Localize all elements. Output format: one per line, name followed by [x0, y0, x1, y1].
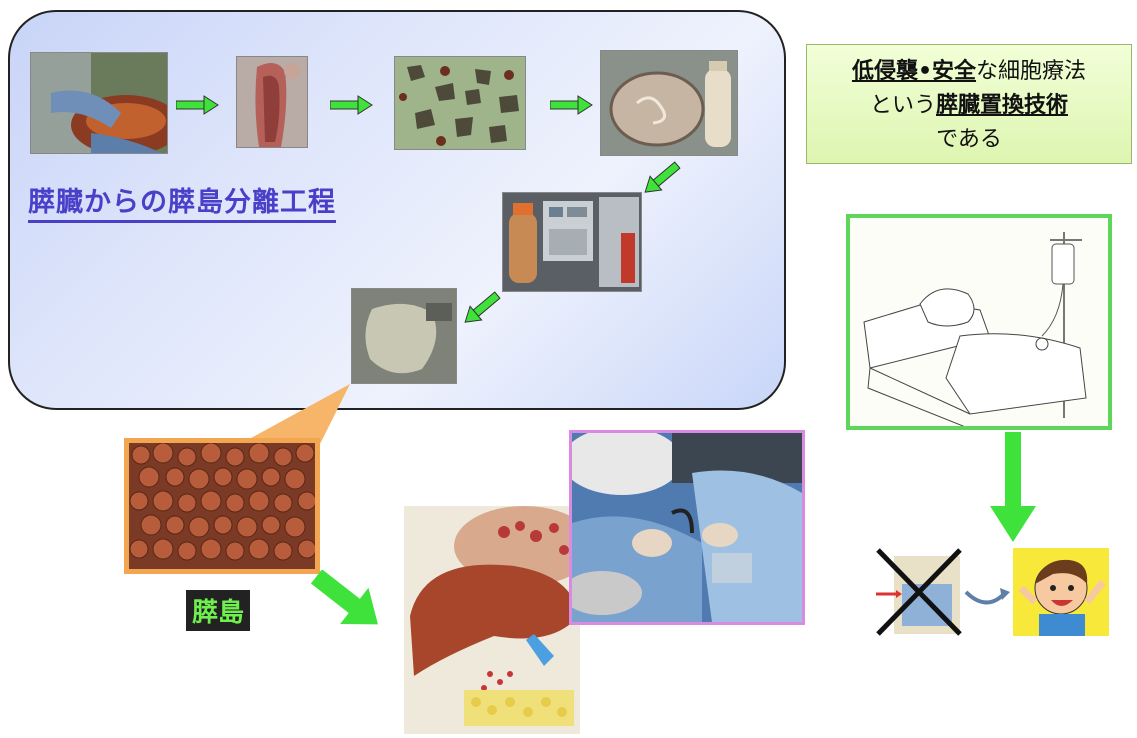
step-arrow-2: [330, 95, 373, 115]
islet-to-liver-arrow: [310, 570, 378, 625]
info-separator: •: [917, 59, 933, 84]
info-text-1: な細胞療法: [976, 59, 1087, 84]
info-term-replacement: 膵臓置換技術: [936, 93, 1069, 118]
down-arrow: [990, 432, 1036, 542]
pancreas-harvest-photo: [30, 52, 168, 154]
liver-illustration: [404, 506, 594, 734]
insulin-injection-crossed: [872, 548, 964, 636]
info-line-1: 低侵襲•安全な細胞療法: [807, 55, 1131, 89]
processing-machine-photo: [502, 192, 642, 292]
islet-micrograph: [124, 438, 320, 574]
info-line-2: という膵臓置換技術: [807, 89, 1131, 123]
patient-drawing: [846, 214, 1112, 430]
process-title: 膵臓からの膵島分離工程: [28, 180, 336, 223]
surgery-photo: [569, 430, 805, 625]
info-text-2: という: [869, 93, 936, 118]
islet-label: 膵島: [186, 590, 251, 631]
step-arrow-5: [464, 291, 501, 323]
dish-and-tube-photo: [600, 50, 738, 156]
curved-arrow-icon: [964, 588, 1010, 605]
info-term-safe: 安全: [932, 59, 977, 84]
pancreas-tissue-photo: [236, 56, 308, 148]
info-term-low-invasive: 低侵襲: [851, 59, 918, 84]
info-box: 低侵襲•安全な細胞療法 という膵臓置換技術 である: [806, 44, 1132, 164]
info-line-3: である: [936, 127, 1002, 152]
digested-tissue-photo: [394, 56, 526, 150]
step-arrow-4: [644, 161, 681, 193]
callout-wedge: [240, 384, 350, 444]
happy-child-illustration: [1013, 548, 1109, 636]
islet-bag-photo: [351, 288, 457, 384]
step-arrow-3: [550, 95, 593, 115]
step-arrow-1: [176, 95, 219, 115]
